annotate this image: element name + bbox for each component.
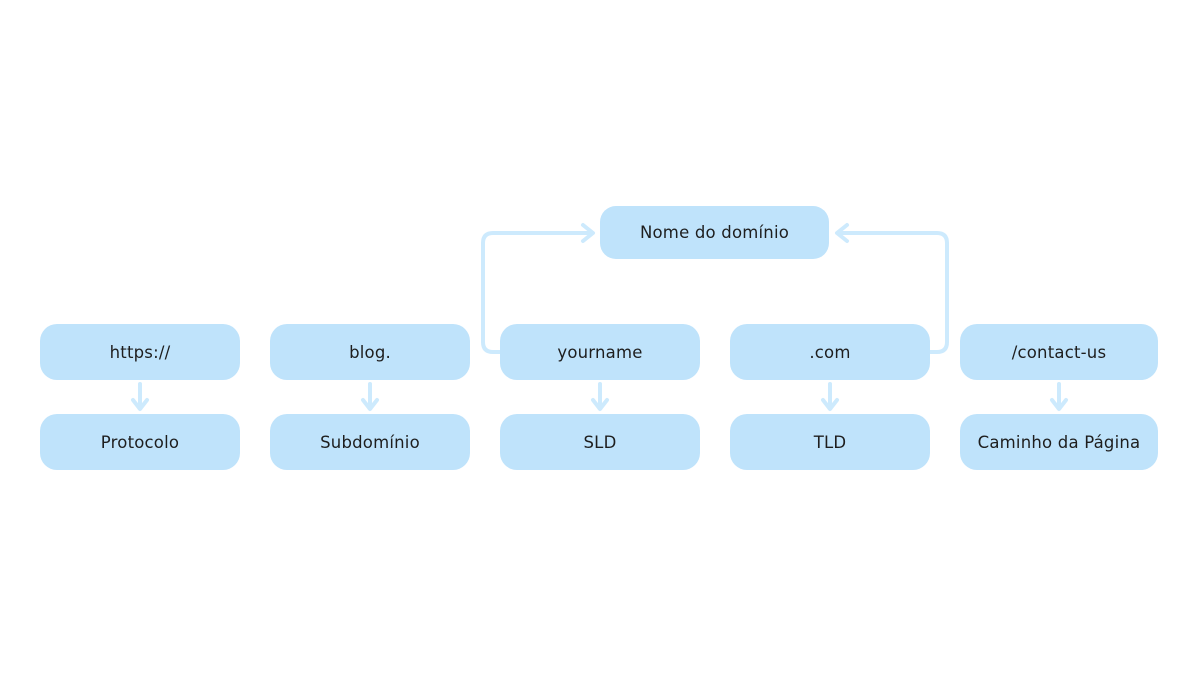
arrowhead-down-icon: [591, 398, 609, 411]
arrowhead-down-icon: [131, 398, 149, 411]
node-sld-label: SLD: [500, 414, 700, 470]
node-domain-name: Nome do domínio: [600, 206, 829, 259]
arrowhead-right-icon: [581, 223, 595, 243]
node-protocol-part: https://: [40, 324, 240, 380]
arrowhead-down-icon: [361, 398, 379, 411]
node-protocol-label: Protocolo: [40, 414, 240, 470]
node-sld-part: yourname: [500, 324, 700, 380]
node-subdomain-label: Subdomínio: [270, 414, 470, 470]
arrowhead-left-icon: [835, 223, 849, 243]
node-tld-label: TLD: [730, 414, 930, 470]
node-page-path-label: Caminho da Página: [960, 414, 1158, 470]
arrowhead-down-icon: [1050, 398, 1068, 411]
node-page-path-part: /contact-us: [960, 324, 1158, 380]
node-subdomain-part: blog.: [270, 324, 470, 380]
arrowhead-down-icon: [821, 398, 839, 411]
node-tld-part: .com: [730, 324, 930, 380]
